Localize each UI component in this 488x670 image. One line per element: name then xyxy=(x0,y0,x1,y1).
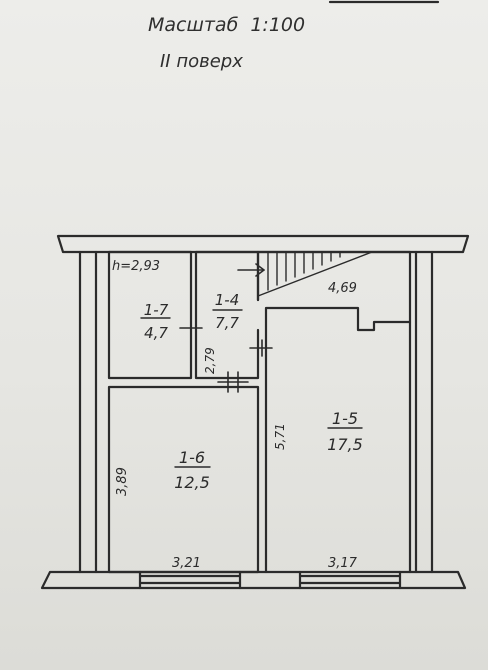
top-wall xyxy=(56,234,470,254)
room-area-1-7: 4,7 xyxy=(144,324,168,342)
room-number-1-4: 1-4 xyxy=(215,291,240,309)
room-area-1-6: 12,5 xyxy=(174,473,210,492)
room-label-bars xyxy=(140,309,363,468)
dimension-3-17: 3,17 xyxy=(328,556,358,571)
bottom-window-right xyxy=(298,570,402,590)
floor-title: ІІ поверх xyxy=(160,51,243,72)
room-number-1-5: 1-5 xyxy=(332,409,358,428)
dimension-2-79: 2,79 xyxy=(203,347,217,374)
scale-title: Масштаб 1:100 xyxy=(148,14,305,36)
door-marks xyxy=(179,321,273,393)
bottom-window-left xyxy=(138,570,242,590)
left-wall xyxy=(78,250,98,574)
dimension-3-21: 3,21 xyxy=(172,556,201,571)
stair-well xyxy=(256,250,412,324)
scale-value: 1:100 xyxy=(250,14,306,36)
bottom-wall xyxy=(40,570,467,590)
room-outline-1-6 xyxy=(107,385,260,574)
ceiling-height-label: h=2,93 xyxy=(112,259,160,274)
dimension-4-69: 4,69 xyxy=(328,281,357,296)
room-outline-1-7 xyxy=(107,250,193,380)
dimension-3-89: 3,89 xyxy=(115,467,130,496)
room-area-1-4: 7,7 xyxy=(215,314,239,332)
stair-direction-arrow xyxy=(237,263,265,277)
right-wall xyxy=(414,250,434,574)
scale-label: Масштаб xyxy=(148,14,239,36)
stairs xyxy=(257,251,373,297)
room-number-1-7: 1-7 xyxy=(144,301,169,319)
room-number-1-6: 1-6 xyxy=(179,448,205,467)
room-outline-1-5 xyxy=(264,306,412,574)
dimension-5-71: 5,71 xyxy=(273,423,287,450)
room-area-1-5: 17,5 xyxy=(327,435,363,454)
